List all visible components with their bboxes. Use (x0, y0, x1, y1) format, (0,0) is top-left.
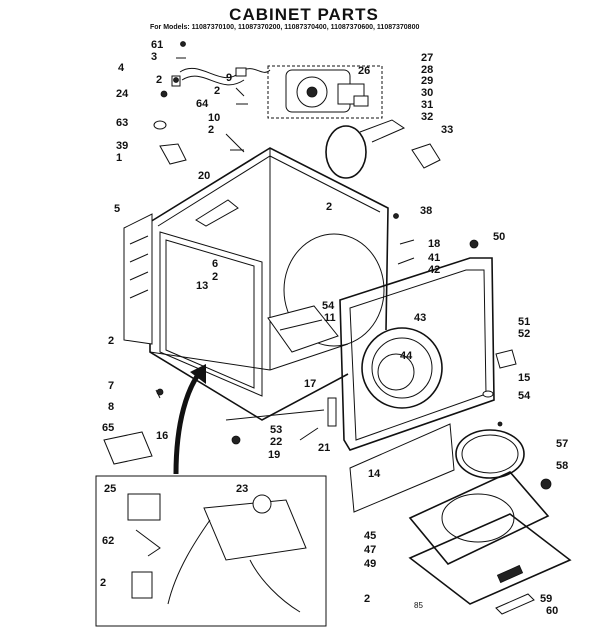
small-hardware-center (103, 213, 503, 465)
callout-30: 30 (421, 87, 434, 99)
callout-26: 26 (358, 65, 371, 77)
callout-65: 65 (102, 422, 115, 434)
callout-64: 64 (196, 98, 209, 110)
callout-63: 63 (116, 117, 129, 129)
callout-28: 28 (421, 64, 434, 76)
callout-44: 44 (400, 350, 413, 362)
callout-33: 33 (441, 124, 454, 136)
callout-43: 43 (414, 312, 427, 324)
wiring-harness (171, 67, 271, 87)
callout-2: 2 (108, 335, 115, 347)
callout-60: 60 (546, 605, 559, 617)
callout-18: 18 (428, 238, 441, 250)
callout-14: 14 (368, 468, 381, 480)
cabinet-shell (149, 147, 389, 421)
callout-2: 2 (100, 577, 107, 589)
motor-assembly-bracket (267, 65, 383, 119)
callout-6: 6 (212, 258, 219, 270)
callout-45: 45 (364, 530, 377, 542)
callout-8: 8 (108, 401, 115, 413)
callout-57: 57 (556, 438, 569, 450)
callout-20: 20 (198, 170, 211, 182)
callout-32: 32 (421, 111, 434, 123)
callout-19: 19 (268, 449, 281, 461)
callout-58: 58 (556, 460, 569, 472)
motor-blower-assembly (285, 69, 369, 113)
callout-51: 51 (518, 316, 531, 328)
front-panel (339, 257, 517, 451)
callout-2: 2 (214, 85, 221, 97)
door-seal (455, 429, 525, 479)
callout-2: 2 (364, 593, 371, 605)
callout-25: 25 (104, 483, 117, 495)
callout-49: 49 (364, 558, 377, 570)
callout-16: 16 (156, 430, 169, 442)
cabinet-front-opening (159, 231, 263, 397)
callout-13: 13 (196, 280, 209, 292)
door-assembly (408, 471, 572, 615)
callout-27: 27 (421, 52, 434, 64)
callout-61: 61 (151, 39, 164, 51)
callout-5: 5 (114, 203, 121, 215)
callout-7: 7 (108, 380, 115, 392)
callout-9: 9 (226, 72, 233, 84)
page-number: 85 (414, 601, 423, 610)
callout-22: 22 (270, 436, 283, 448)
callout-41: 41 (428, 252, 441, 264)
small-hardware-left (153, 41, 248, 165)
callout-53: 53 (270, 424, 283, 436)
callout-31: 31 (421, 99, 434, 111)
callout-47: 47 (364, 544, 377, 556)
callout-29: 29 (421, 75, 434, 87)
inset-arrow (173, 364, 206, 475)
callout-23: 23 (236, 483, 249, 495)
callout-62: 62 (102, 535, 115, 547)
callout-50: 50 (493, 231, 506, 243)
callout-2: 2 (212, 271, 219, 283)
callout-21: 21 (318, 442, 331, 454)
belt-and-idler (325, 119, 441, 179)
callout-42: 42 (428, 264, 441, 276)
callout-1: 1 (116, 152, 123, 164)
diagram-title: CABINET PARTS (229, 5, 379, 24)
callout-38: 38 (420, 205, 433, 217)
callout-2: 2 (208, 124, 215, 136)
callout-52: 52 (518, 328, 531, 340)
model-list: For Models: 11087370100, 11087370200, 11… (150, 24, 420, 31)
callout-39: 39 (116, 140, 129, 152)
callout-4: 4 (118, 62, 125, 74)
control-parts-inset (95, 475, 327, 627)
callout-3: 3 (151, 51, 158, 63)
callout-17: 17 (304, 378, 317, 390)
side-panel (123, 213, 153, 345)
callout-2: 2 (326, 201, 333, 213)
toe-panel (349, 423, 455, 513)
callout-24: 24 (116, 88, 129, 100)
callout-15: 15 (518, 372, 531, 384)
callout-59: 59 (540, 593, 553, 605)
callout-54: 54 (518, 390, 531, 402)
callout-10: 10 (208, 112, 221, 124)
callout-11: 11 (324, 312, 336, 324)
callout-2: 2 (156, 74, 163, 86)
callout-54: 54 (322, 300, 335, 312)
internal-bracket (267, 305, 339, 353)
